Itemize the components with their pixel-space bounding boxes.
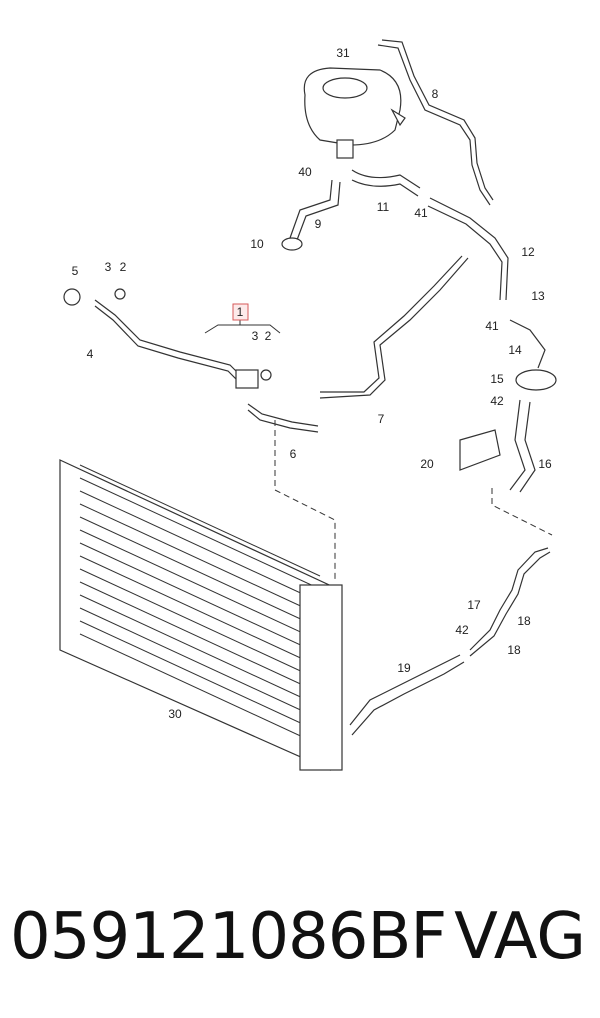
callout-label: 7	[378, 412, 385, 426]
callout-label: 41	[485, 319, 499, 333]
seal-20	[459, 429, 501, 471]
callout-label: 19	[397, 661, 411, 675]
hose-16	[509, 399, 526, 491]
hose-6	[247, 409, 319, 433]
callout-label: 1	[237, 305, 244, 319]
hose-11	[351, 169, 421, 189]
callout-label: 18	[517, 614, 531, 628]
callout-label: 9	[315, 217, 322, 231]
callout-label: 16	[538, 457, 552, 471]
hose-14	[509, 319, 546, 369]
part-number: 059121086BF	[10, 900, 447, 974]
pipe-17	[469, 547, 549, 651]
callout-label: 15	[490, 372, 504, 386]
callout-label: 3	[252, 329, 259, 343]
callout-label: 6	[290, 447, 297, 461]
callout-label: 2	[120, 260, 127, 274]
callout-label: 4	[87, 347, 94, 361]
callout-label: 3	[105, 260, 112, 274]
callout-label: 40	[298, 165, 312, 179]
callout-label: 2	[265, 329, 272, 343]
expansion-tank	[303, 67, 406, 159]
radiator-30	[59, 459, 343, 771]
hose-8	[377, 44, 491, 206]
brand-name: VAG	[454, 900, 586, 974]
hose-7	[319, 257, 469, 399]
callout-label: 14	[508, 343, 522, 357]
footer: 059121086BF VAG	[0, 880, 600, 1000]
hose-9	[289, 179, 333, 239]
callout-label: 30	[168, 707, 182, 721]
callout-label: 41	[414, 206, 428, 220]
callout-label: 18	[507, 643, 521, 657]
callout-label: 5	[72, 264, 79, 278]
hose-19	[349, 654, 461, 726]
pipe-12	[429, 197, 509, 301]
callout-label: 17	[467, 598, 481, 612]
callout-label: 42	[490, 394, 504, 408]
clamp-10	[281, 237, 303, 251]
flange-15	[515, 369, 557, 391]
callout-label: 11	[377, 200, 390, 214]
callout-label: 10	[250, 237, 264, 251]
callout-label: 12	[521, 245, 535, 259]
callout-label: 31	[336, 46, 350, 60]
hose-left	[94, 299, 246, 381]
callout-label: 8	[432, 87, 439, 101]
callout-label: 42	[455, 623, 469, 637]
callout-label: 20	[420, 457, 434, 471]
callout-label: 13	[531, 289, 545, 303]
